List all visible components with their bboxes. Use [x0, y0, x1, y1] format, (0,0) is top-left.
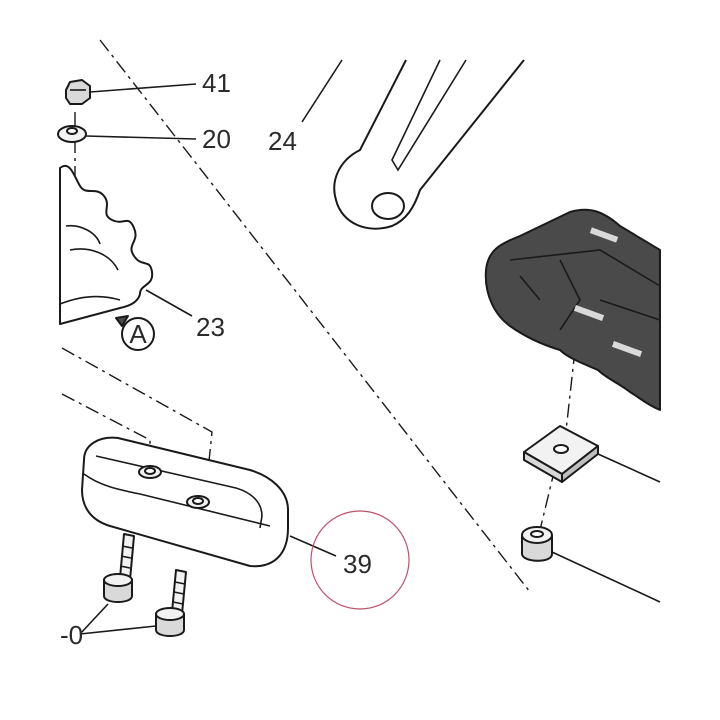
cap-nut-41 — [65, 79, 197, 105]
pad-block-39 — [81, 436, 337, 568]
leader-line-23 — [145, 289, 193, 317]
sprocket-23 — [59, 165, 193, 327]
spacer-sleeve — [521, 526, 661, 603]
leader-lines-40 — [79, 603, 157, 635]
diagonal-boundary-line — [99, 39, 531, 593]
square-nut — [523, 425, 661, 483]
nut-axis-line — [564, 349, 576, 441]
spacer-axis-line — [539, 467, 556, 531]
label-20: 20 — [202, 124, 231, 154]
label-40-partial: -0 — [60, 620, 83, 650]
highlight-circle-39 — [310, 510, 410, 610]
label-23: 23 — [196, 312, 225, 342]
label-41: 41 — [202, 68, 231, 98]
view-a-marker — [121, 317, 155, 351]
leader-line-41 — [89, 83, 197, 93]
screws-40 — [79, 533, 187, 637]
label-24: 24 — [268, 126, 297, 156]
lever-arm-24 — [301, 59, 525, 230]
washer-20 — [57, 125, 197, 143]
label-39: 39 — [343, 549, 372, 579]
leader-line-24 — [301, 59, 343, 123]
leader-line-20 — [85, 135, 197, 140]
rubber-block — [484, 208, 661, 411]
view-a-label: A — [129, 319, 147, 349]
